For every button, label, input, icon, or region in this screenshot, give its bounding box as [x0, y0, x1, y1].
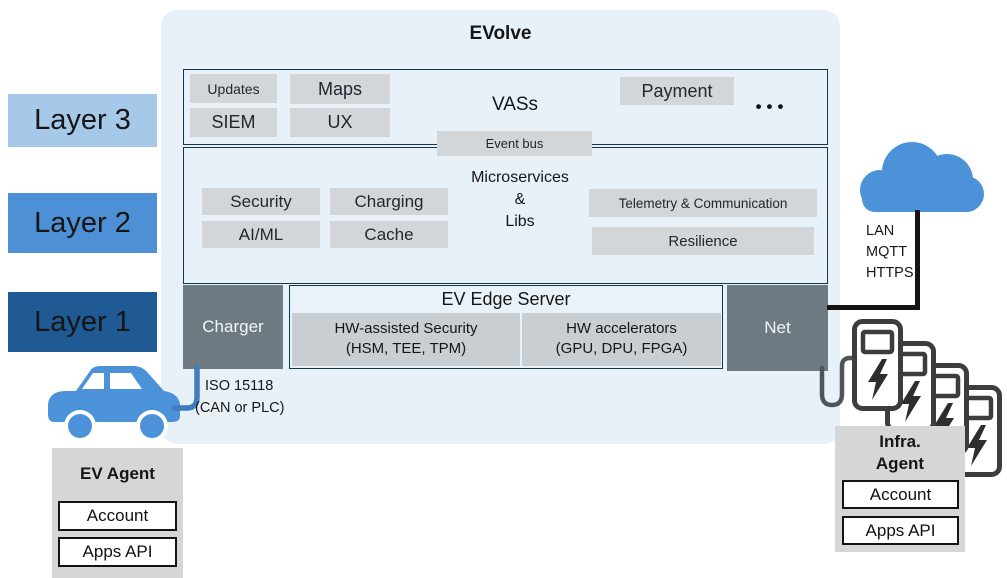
protocol-https: HTTPS: [866, 265, 914, 281]
cloud-protocols: LAN MQTT HTTPS: [866, 221, 914, 284]
ev-edge-server-box: EV Edge Server HW-assisted Security (HSM…: [289, 285, 723, 369]
protocol-lan: LAN: [866, 223, 895, 239]
service-telemetry: Telemetry & Communication: [589, 189, 817, 217]
more-services-dots: •••: [755, 97, 789, 116]
net-box: Net: [727, 285, 828, 371]
service-cache: Cache: [330, 221, 448, 248]
charging-station-icon-1: [852, 319, 903, 411]
layer-1-label: Layer 1: [8, 292, 157, 352]
microservices-line-1: Microservices: [471, 169, 569, 186]
ev-agent-title: EV Agent: [80, 464, 155, 483]
hw-security-line2: (HSM, TEE, TPM): [345, 340, 467, 357]
infra-agent-box: Infra. Agent Account Apps API: [835, 426, 965, 552]
service-maps: Maps: [290, 74, 390, 104]
service-resilience: Resilience: [592, 227, 814, 255]
service-security: Security: [202, 188, 320, 215]
page-title: EVolve: [469, 23, 532, 44]
service-payment: Payment: [620, 77, 734, 105]
layer-3-label-text: Layer 3: [34, 104, 131, 136]
layer-1-label-text: Layer 1: [34, 305, 131, 338]
charger-box: Charger: [183, 285, 283, 369]
charger-label: Charger: [202, 317, 264, 336]
microservices-line-3: Libs: [505, 213, 535, 230]
hw-security-line1: HW-assisted Security: [334, 320, 478, 337]
cloud-icon: [860, 142, 984, 212]
service-ux: UX: [290, 108, 390, 137]
cloud-vertical-line: [915, 210, 920, 307]
microservices-line-2: &: [514, 191, 526, 208]
charger-connector-line: [171, 365, 200, 411]
ev-agent-box: EV Agent Account Apps API: [52, 448, 183, 578]
infra-agent-apps-api: Apps API: [842, 516, 959, 545]
cloud-to-net-line: [827, 305, 920, 310]
can-plc-label: (CAN or PLC): [195, 400, 285, 416]
protocol-mqtt: MQTT: [866, 244, 908, 260]
layer-2-label: Layer 2: [8, 193, 157, 253]
service-updates: Updates: [190, 74, 277, 103]
event-bus: Event bus: [437, 131, 592, 156]
ev-agent-account: Account: [58, 501, 177, 531]
microservices-label: Microservices & Libs: [450, 167, 590, 233]
service-aiml: AI/ML: [202, 221, 320, 248]
vass-label: VASs: [491, 94, 539, 115]
layer-3-label: Layer 3: [8, 94, 157, 147]
hw-accelerators-line1: HW accelerators: [566, 320, 677, 337]
service-siem: SIEM: [190, 108, 277, 137]
ev-car-icon: [48, 366, 180, 442]
layer-2-label-text: Layer 2: [34, 206, 131, 239]
infra-agent-title-line1: Infra.: [879, 432, 921, 451]
hw-accelerators-box: HW accelerators (GPU, DPU, FPGA): [522, 313, 721, 366]
hw-accelerators-line2: (GPU, DPU, FPGA): [555, 340, 688, 357]
iso-15118-label: ISO 15118: [205, 378, 274, 394]
net-label: Net: [764, 318, 791, 337]
infra-agent-account: Account: [842, 480, 959, 509]
service-charging: Charging: [330, 188, 448, 215]
ev-agent-apps-api: Apps API: [58, 537, 177, 567]
net-cable-icon: [819, 355, 858, 408]
hw-security-box: HW-assisted Security (HSM, TEE, TPM): [292, 313, 520, 366]
ev-edge-server-title: EV Edge Server: [441, 289, 571, 309]
infra-agent-title-line2: Agent: [875, 454, 925, 473]
